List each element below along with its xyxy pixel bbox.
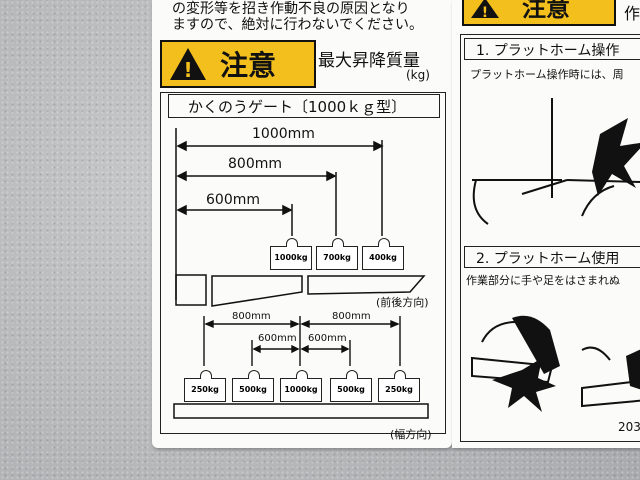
weight-400kg: 400kg	[362, 238, 404, 270]
svg-text:!: !	[482, 5, 488, 21]
warning-text-line2: ますので、絶対に行わないでください。	[172, 17, 424, 33]
svg-text:!: !	[183, 58, 192, 82]
caution-label: 注意	[220, 49, 277, 82]
weight-250kg-right: 250kg	[378, 370, 420, 402]
right-header-partial: 作	[624, 4, 640, 23]
right-caution-box: ! 注意	[462, 0, 616, 26]
caution-box: ! 注意	[160, 40, 316, 88]
max-lift-mass-heading: 最大昇降質量	[318, 51, 420, 71]
front-rear-direction: (前後方向)	[376, 296, 429, 309]
section1-box	[464, 38, 640, 60]
weight-1000kg-center: 1000kg	[280, 370, 322, 402]
warning-triangle-icon: !	[471, 0, 499, 21]
unit-kg: (kg)	[406, 68, 430, 82]
section1-text: プラットホーム操作時には、周	[470, 68, 624, 81]
weight-1000kg: 1000kg	[270, 238, 312, 270]
weight-500kg-right: 500kg	[330, 370, 372, 402]
lower-dim-600mm-left: 600mm	[258, 333, 297, 344]
width-direction-diagram	[173, 316, 429, 419]
section2-box	[464, 246, 640, 268]
dim-800mm: 800mm	[228, 156, 282, 172]
warning-text-line1: の変形等を招き作動不良の原因となり	[172, 1, 410, 17]
lower-dim-800mm-right: 800mm	[332, 311, 371, 322]
footer-code: 203	[618, 420, 640, 434]
weight-250kg-left: 250kg	[184, 370, 226, 402]
platform-illustration	[472, 98, 640, 225]
right-panel-border	[460, 34, 640, 442]
load-capacity-label: の変形等を招き作動不良の原因となり ますので、絶対に行わないでください。 ! 注…	[152, 0, 452, 448]
right-caution-label: 注意	[522, 0, 570, 22]
dim-600mm: 600mm	[206, 192, 260, 208]
warning-triangle-icon: !	[170, 48, 206, 82]
dim-1000mm: 1000mm	[252, 126, 315, 142]
diagram-panel	[160, 92, 446, 434]
section2-text: 作業部分に手や足をはさまれぬ	[466, 274, 620, 287]
lower-dim-600mm-right: 600mm	[308, 333, 347, 344]
operation-caution-label: ! 注意 作 1. プラットホーム操作 プラットホーム操作時には、周 2. プラ…	[452, 0, 640, 448]
front-rear-diagram	[175, 128, 426, 307]
lower-dim-800mm-left: 800mm	[232, 311, 271, 322]
diagram-title-box	[168, 94, 440, 118]
section1-title: 1. プラットホーム操作	[476, 43, 620, 59]
diagram-title: かくのうゲート〔1000ｋｇ型〕	[188, 98, 407, 116]
width-direction: (幅方向)	[390, 428, 432, 441]
weight-700kg: 700kg	[316, 238, 358, 270]
pinch-hazard-illustration	[471, 315, 640, 412]
weight-500kg-left: 500kg	[232, 370, 274, 402]
section2-title: 2. プラットホーム使用	[476, 251, 620, 267]
